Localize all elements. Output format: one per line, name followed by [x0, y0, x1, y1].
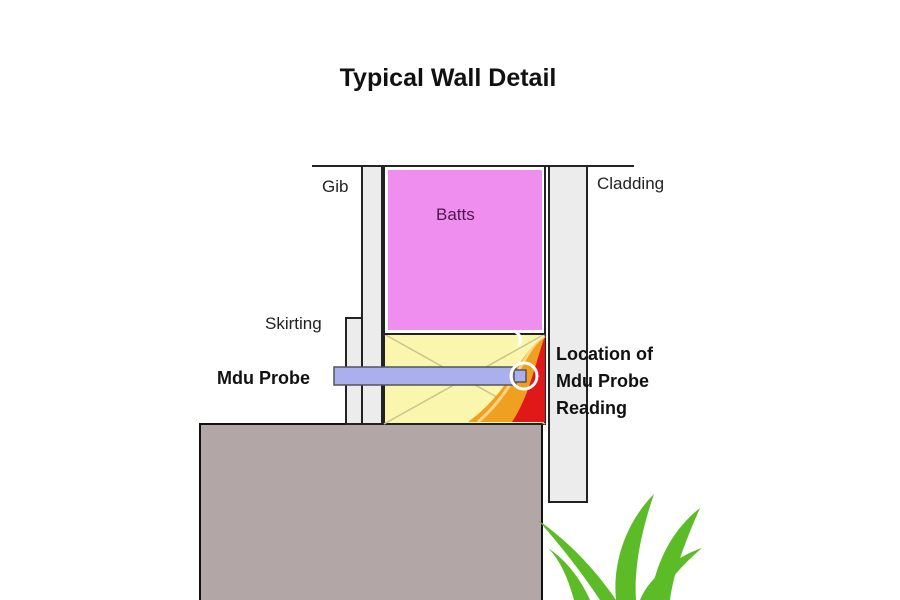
label-skirting: Skirting — [265, 314, 322, 333]
moisture-zone-high — [512, 336, 545, 422]
concrete-foundation — [199, 423, 543, 600]
label-batts: Batts — [436, 205, 475, 224]
reading-indicator-marks — [515, 330, 523, 347]
mdu-probe-tip — [513, 369, 527, 383]
grass-illustration — [538, 494, 702, 600]
cladding-board — [548, 165, 588, 503]
label-mdu-probe: Mdu Probe — [217, 368, 310, 388]
batts-insulation — [388, 170, 542, 330]
mdu-probe — [333, 366, 517, 386]
label-location-line1: Location of — [556, 344, 654, 364]
label-location-line3: Reading — [556, 398, 627, 418]
label-location-line2: Mdu Probe — [556, 371, 649, 391]
gib-board — [361, 165, 383, 425]
reading-location-ring — [509, 361, 539, 391]
label-cladding: Cladding — [597, 174, 664, 193]
label-gib: Gib — [322, 177, 348, 196]
diagram-title: Typical Wall Detail — [340, 64, 557, 92]
